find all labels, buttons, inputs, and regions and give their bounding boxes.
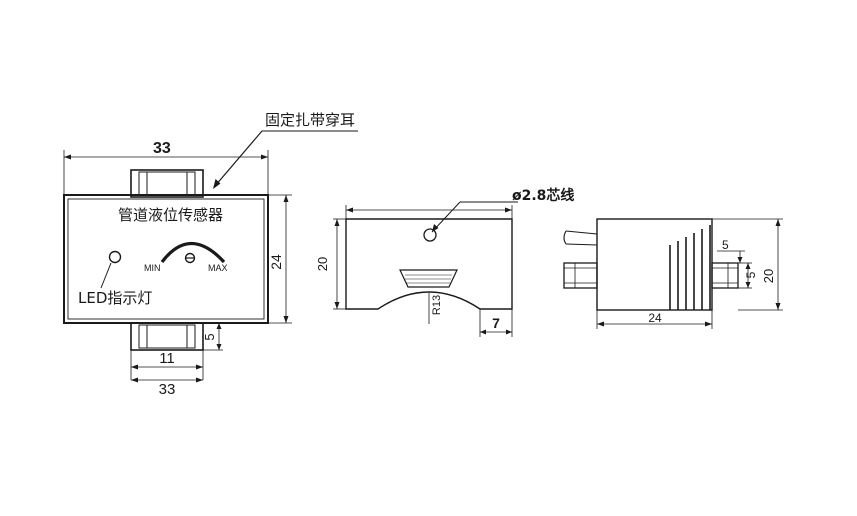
- top-width-label: 33: [153, 140, 171, 157]
- potentiometer-dial: [160, 241, 226, 264]
- max-label: MAX: [208, 263, 228, 273]
- side-view: 20 ø2.8芯线 R13 7: [315, 187, 574, 337]
- callout-label: 固定扎带穿耳: [265, 111, 355, 129]
- ear-top-label: 5: [722, 238, 729, 252]
- callout-leader: [213, 130, 358, 189]
- height-label: 24: [268, 254, 284, 270]
- dimension-ear-depth: [203, 323, 223, 351]
- wire-stub: [563, 230, 598, 246]
- dimension-ear-top: [717, 250, 745, 263]
- dimension-side-height: [333, 218, 346, 310]
- top-height-label: 20: [761, 269, 776, 283]
- ear-depth-label: 5: [202, 333, 217, 340]
- bottom-mounting-ear: [130, 322, 204, 351]
- dimension-top-width: [63, 150, 269, 195]
- top-left-ear: [563, 262, 598, 289]
- bottom-width-label: 33: [159, 381, 176, 398]
- dimension-top-height: [712, 218, 783, 311]
- sensor-body-outline: [63, 194, 269, 324]
- side-height-label: 20: [315, 257, 330, 271]
- product-title: 管道液位传感器: [118, 206, 223, 224]
- top-view: 5 5 20 24: [563, 218, 783, 329]
- dimension-step-width: [479, 309, 513, 337]
- top-length-label: 24: [648, 311, 662, 325]
- sensor-body-inner: [67, 198, 265, 320]
- sensing-plate: [399, 269, 458, 288]
- hole-callout-leader: [431, 201, 518, 233]
- top-mounting-ear: [130, 169, 204, 198]
- dimension-height: [268, 194, 292, 324]
- top-right-ear: [711, 262, 739, 289]
- led-indicator: [100, 250, 122, 289]
- cooling-fins: [669, 225, 711, 310]
- dimension-ear-gap: [738, 262, 752, 289]
- dimension-top-length: [596, 310, 713, 329]
- led-label: LED指示灯: [78, 289, 152, 307]
- dimension-bottom-width: [131, 377, 203, 383]
- dimension-ear-width: [130, 350, 204, 380]
- wire-hole: [423, 228, 437, 242]
- front-view: 管道液位传感器 LED指示灯 MIN MAX 33: [63, 111, 358, 398]
- ear-width-label: 11: [159, 350, 175, 367]
- dimension-side-width: [345, 205, 513, 219]
- radius-label: R13: [431, 295, 443, 315]
- hole-label: ø2.8芯线: [512, 187, 574, 204]
- step-width-label: 7: [492, 315, 500, 331]
- ear-gap-label: 5: [744, 271, 758, 278]
- min-label: MIN: [144, 263, 161, 273]
